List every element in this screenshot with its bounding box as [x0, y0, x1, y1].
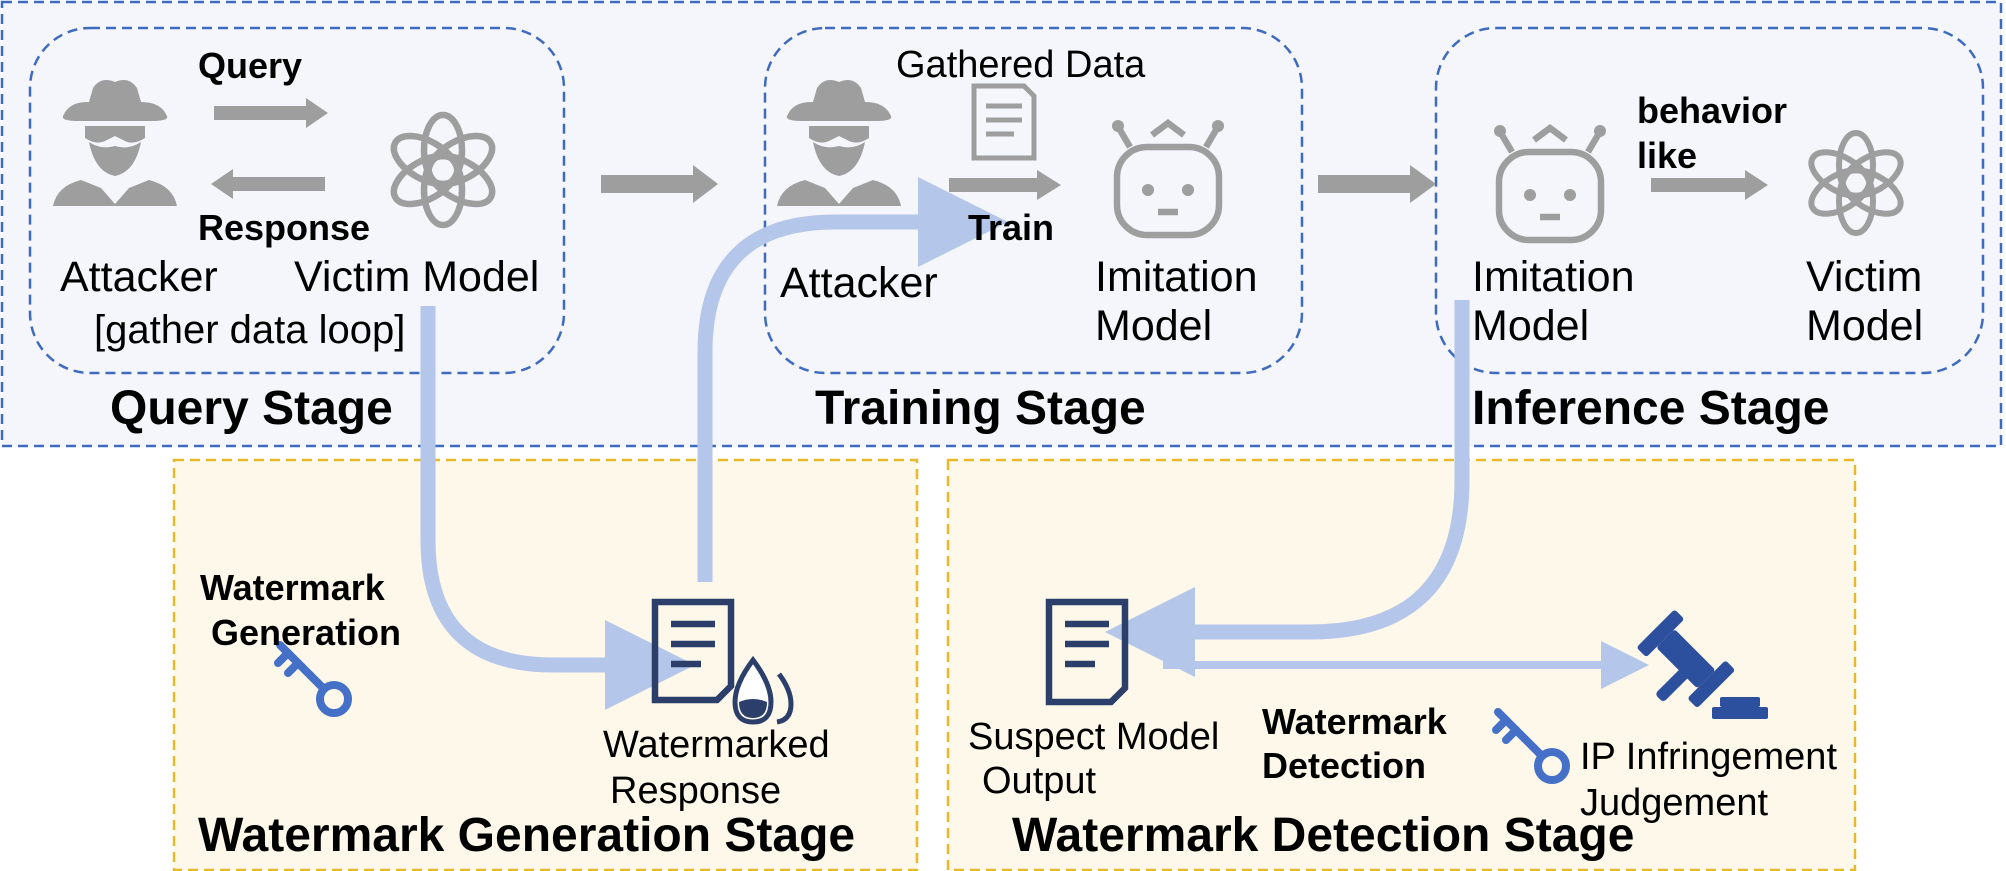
flow-inference-to-suspect	[1105, 300, 1470, 677]
train-arrow	[949, 170, 1061, 200]
watermarked-response-line1: Watermarked	[603, 724, 830, 766]
key-icon-detection	[1492, 708, 1570, 784]
victim-label-inference-line1: Victim	[1806, 253, 1923, 301]
training-stage-box	[763, 26, 1304, 375]
inference-stage-title: Inference Stage	[1472, 382, 1830, 435]
wm-generation-label-line1: Watermark	[200, 567, 385, 608]
gathered-data-label: Gathered Data	[896, 44, 1146, 86]
wm-detection-label-line2: Detection	[1262, 745, 1427, 786]
query-stage-title: Query Stage	[110, 382, 393, 435]
behavior-label-line2: like	[1637, 135, 1698, 176]
suspect-output-document-icon	[1045, 598, 1129, 706]
attacker-icon	[53, 80, 177, 206]
inference-stage-box	[1434, 26, 1985, 375]
victim-label-inference-line2: Model	[1806, 302, 1924, 350]
document-icon	[971, 83, 1037, 161]
imitation-label-line1: Imitation	[1095, 253, 1258, 301]
attacker-icon-training	[777, 80, 901, 206]
victim-model-icon-inference	[1808, 130, 1904, 236]
watermarked-response-line2: Response	[610, 770, 782, 812]
gray-arrows	[211, 98, 1768, 203]
attacker-label-training: Attacker	[780, 259, 938, 307]
query-arrow	[214, 98, 328, 128]
gather-loop-label: [gather data loop]	[94, 308, 406, 352]
suspect-output-line1: Suspect Model	[968, 716, 1220, 758]
response-arrow	[211, 169, 325, 199]
wm-generation-label-line2: Generation	[211, 612, 402, 653]
watermarked-document-icon	[651, 598, 794, 725]
wm-generation-stage-title: Watermark Generation Stage	[198, 809, 856, 862]
stage-arrow-1	[601, 165, 718, 203]
victim-model-icon	[390, 111, 496, 229]
gavel-icon	[1637, 610, 1768, 719]
wm-detection-label-line1: Watermark	[1262, 701, 1447, 742]
query-label: Query	[198, 45, 303, 86]
train-label: Train	[968, 207, 1055, 248]
behavior-label-line1: behavior	[1637, 90, 1788, 131]
response-label: Response	[198, 207, 371, 248]
ip-judgement-line1: IP Infringement	[1580, 736, 1838, 778]
attacker-label: Attacker	[60, 253, 218, 301]
imitation-label-line2: Model	[1095, 302, 1213, 350]
imitation-model-icon-inference	[1494, 123, 1606, 244]
query-stage-box	[28, 26, 566, 375]
training-stage-title: Training Stage	[815, 382, 1146, 435]
behavior-arrow	[1651, 170, 1768, 200]
stage-arrow-2	[1318, 165, 1436, 203]
key-icon	[274, 641, 352, 717]
flow-watermark-to-train	[697, 177, 1008, 582]
victim-model-label: Victim Model	[294, 253, 540, 301]
imitation-label-inference-line2: Model	[1472, 302, 1590, 350]
flow-victim-to-watermark	[420, 306, 695, 710]
wm-detection-stage-title: Watermark Detection Stage	[1012, 809, 1635, 862]
ip-judgement-line2: Judgement	[1580, 782, 1769, 824]
imitation-label-inference-line1: Imitation	[1472, 253, 1635, 301]
suspect-output-line2: Output	[982, 760, 1097, 802]
imitation-model-icon	[1112, 118, 1224, 239]
